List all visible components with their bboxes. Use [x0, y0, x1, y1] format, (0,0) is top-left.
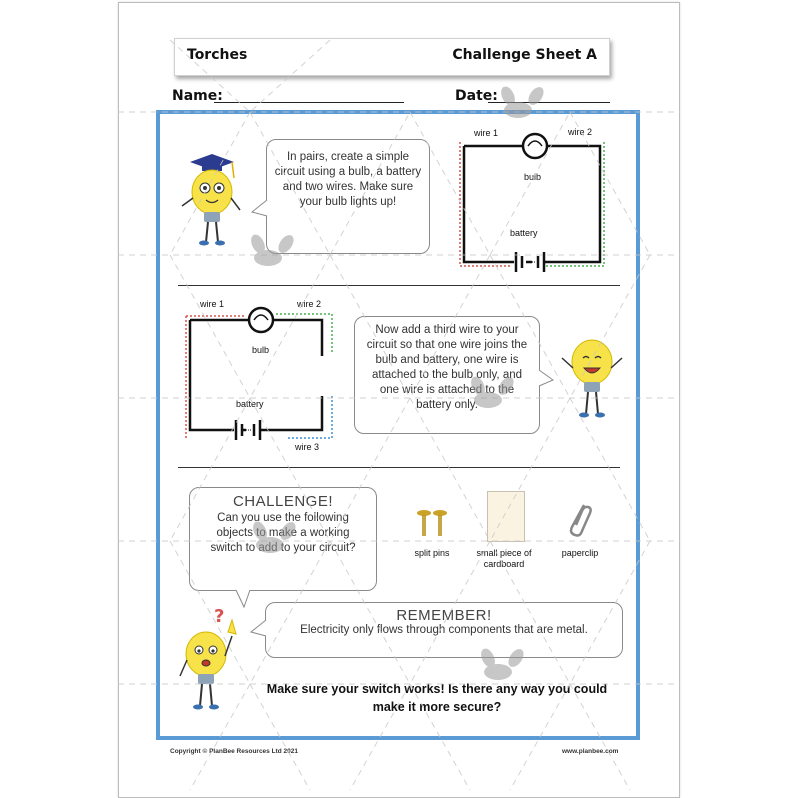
circuit-diagram-1	[459, 132, 605, 272]
date-label: Date:	[455, 88, 498, 104]
happy-bulb-mascot-icon	[561, 339, 623, 418]
instruction-bubble-1: In pairs, create a simple circuit using …	[266, 139, 430, 254]
paperclip-icon	[569, 504, 592, 537]
bubble-tail	[250, 199, 268, 217]
wire1-label-2: wire 1	[200, 299, 225, 309]
closing-question: Make sure your switch works! Is there an…	[266, 682, 608, 714]
wire3-label-2: wire 3	[295, 442, 320, 452]
instruction-bubble-2: Now add a third wire to your circuit so …	[354, 316, 540, 434]
topic-title: Torches	[187, 47, 248, 63]
instruction-text-2: Now add a third wire to your circuit so …	[366, 324, 528, 411]
material-label-cardboard: small piece of cardboard	[476, 548, 532, 569]
split-pins-icon	[417, 510, 447, 536]
challenge-text: Can you use the following objects to mak…	[210, 512, 356, 554]
remember-bubble: REMEMBER! Electricity only flows through…	[265, 602, 623, 658]
material-label-paperclip: paperclip	[561, 548, 599, 558]
battery-label-1: battery	[510, 228, 538, 238]
challenge-bubble: CHALLENGE! Can you use the following obj…	[189, 487, 377, 591]
bulb-label-2: bulb	[252, 345, 270, 355]
remember-title: REMEMBER!	[396, 607, 492, 624]
bubble-tail	[249, 619, 267, 637]
challenge-title: CHALLENGE!	[232, 493, 334, 510]
material-label-split-pins: split pins	[414, 548, 450, 558]
cardboard-icon	[487, 491, 525, 542]
copyright-text: Copyright © PlanBee Resources Ltd 2021	[170, 748, 298, 755]
section-divider	[178, 467, 620, 468]
website-link[interactable]: www.planbee.com	[562, 748, 619, 755]
wire1-label-1: wire 1	[474, 128, 499, 138]
sheet-title: Challenge Sheet A	[452, 47, 597, 63]
svg-text:?: ?	[214, 606, 224, 627]
remember-text: Electricity only flows through component…	[300, 624, 588, 636]
date-line[interactable]	[488, 102, 610, 103]
bubble-tail	[538, 369, 555, 387]
confused-bulb-mascot-icon: ?	[179, 606, 237, 710]
name-line[interactable]	[214, 102, 404, 103]
battery-label-2: battery	[236, 399, 264, 409]
wire2-label-1: wire 2	[568, 127, 593, 137]
instruction-text-1: In pairs, create a simple circuit using …	[274, 151, 422, 208]
graduate-bulb-mascot-icon	[181, 154, 241, 246]
wire2-label-2: wire 2	[297, 299, 322, 309]
circuit-diagram-2	[185, 306, 333, 440]
section-divider	[178, 285, 620, 286]
title-bar: Torches Challenge Sheet A	[174, 38, 610, 76]
bulb-label-1: bulb	[524, 172, 542, 182]
